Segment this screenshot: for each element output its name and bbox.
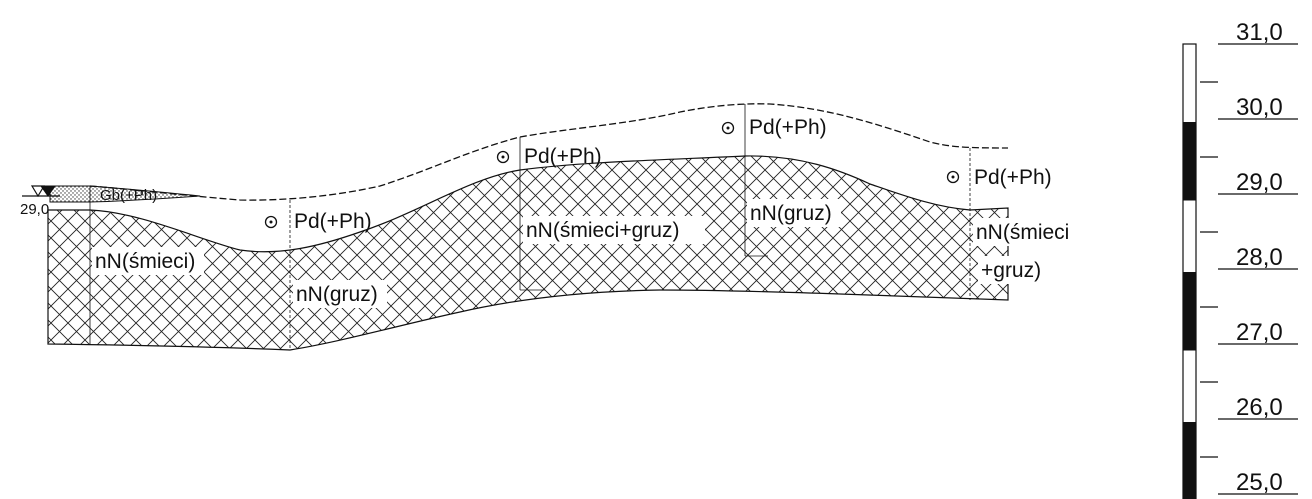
soil-label-pd-1: Pd(+Ph): [294, 210, 372, 233]
scale-segment-dark-3: [1183, 422, 1196, 499]
borehole-water-icon-4: [721, 121, 735, 135]
scale-segment-dark-1: [1183, 122, 1196, 200]
soil-label-gb: Gb(+Ph): [100, 187, 157, 204]
borehole-water-icon-2: [264, 215, 278, 229]
soil-label-nn-5b: +gruz): [981, 259, 1041, 282]
ground-surface-line: [89, 103, 1009, 201]
soil-label-nn-4: nN(gruz): [750, 202, 832, 225]
borehole-water-icon-3: [496, 150, 510, 164]
soil-label-pd-2: Pd(+Ph): [524, 145, 602, 168]
scale-tick-1: 30,0: [1236, 94, 1283, 121]
borehole-water-icon-5: [946, 170, 960, 184]
scale-tick-3: 28,0: [1236, 244, 1283, 271]
scale-tick-5: 26,0: [1236, 394, 1283, 421]
water-table-marker: [22, 185, 60, 198]
scale-tick-6: 25,0: [1236, 469, 1283, 496]
soil-label-nn-3: nN(śmieci+gruz): [526, 219, 679, 242]
scale-tick-0: 31,0: [1236, 19, 1283, 46]
soil-label-pd-3: Pd(+Ph): [749, 116, 827, 139]
elevation-scale: 31,0 30,0 29,0 28,0 27,0 26,0 25,0: [1182, 19, 1298, 499]
scale-frame: [1182, 43, 1197, 499]
soil-label-nn-1: nN(śmieci): [95, 250, 195, 273]
scale-segment-dark-2: [1183, 272, 1196, 350]
scale-tick-4: 27,0: [1236, 319, 1283, 346]
scale-tick-2: 29,0: [1236, 169, 1283, 196]
label-bg-group: [92, 199, 1085, 308]
soil-label-nn-2: nN(gruz): [296, 283, 378, 306]
soil-label-nn-5a: nN(śmieci: [976, 221, 1069, 244]
water-level-label: 29,0: [20, 201, 49, 218]
soil-label-pd-4: Pd(+Ph): [974, 166, 1052, 189]
